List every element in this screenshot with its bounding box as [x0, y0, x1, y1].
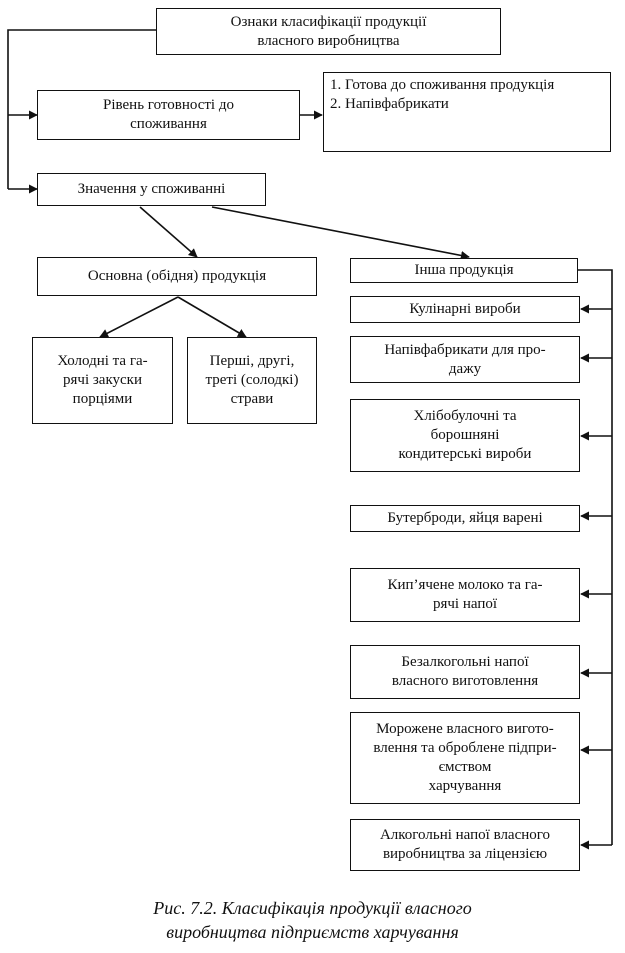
box-milk-text: Кип’ячене молоко та га-рячі напої: [387, 576, 542, 614]
box-snacks: Холодні та га-рячі закуски порціями: [32, 337, 173, 424]
text-line: ємством: [438, 759, 492, 775]
box-courses-text: Перші, другі, треті (солодкі) страви: [206, 352, 299, 409]
box-milk: Кип’ячене молоко та га-рячі напої: [350, 568, 580, 622]
text-line: кондитерські вироби: [398, 446, 532, 462]
box-root-text: Ознаки класифікації продукції власного ви…: [231, 13, 427, 51]
box-consumption-text: Значення у споживанні: [78, 180, 226, 199]
text-line: харчування: [428, 778, 502, 794]
box-sandwiches-text: Бутерброди, яйця варені: [387, 509, 542, 528]
box-softdrinks-text: Безалкогольні напої власного виготовлення: [392, 653, 538, 691]
figure-caption-text: Рис. 7.2. Класифікація продукції власног…: [0, 896, 625, 944]
text-line: Хлібобулочні та: [413, 408, 517, 424]
text-line: Холодні та га-: [57, 353, 148, 369]
box-other-products-text: Інша продукція: [414, 261, 513, 280]
text-line: Основна (обідня) продукція: [87, 268, 267, 284]
text-line: страви: [230, 391, 274, 407]
text-line: треті (солодкі): [205, 372, 299, 388]
text-line: виробництва підприємств харчування: [166, 922, 459, 942]
box-readiness-types-text: 1. Готова до споживання продукція 2. Напі…: [330, 76, 554, 114]
box-readiness-types: 1. Готова до споживання продукція 2. Напі…: [323, 72, 611, 152]
box-alcohol-text: Алкогольні напої власного виробництва за …: [380, 826, 550, 864]
text-line: Напівфабрикати для про-: [384, 341, 546, 358]
box-sandwiches: Бутерброди, яйця варені: [350, 505, 580, 532]
box-culinary: Кулінарні вироби: [350, 296, 580, 323]
text-line: Безалкогольні напої: [401, 654, 529, 670]
text-line: власного виробництва: [257, 32, 400, 49]
box-bakery: Хлібобулочні та борошняні кондитерські вир…: [350, 399, 580, 472]
text-line: Кулінарні вироби: [409, 301, 521, 317]
box-other-products: Інша продукція: [350, 258, 578, 283]
text-line: влення та оброблене підпри-: [373, 740, 557, 756]
box-icecream: Морожене власного вигото-влення та оброб…: [350, 712, 580, 804]
box-root: Ознаки класифікації продукції власного ви…: [156, 8, 501, 55]
text-line: рячі закуски: [63, 372, 142, 388]
box-icecream-text: Морожене власного вигото-влення та оброб…: [373, 720, 556, 796]
arrow-to-snacks: [99, 296, 179, 338]
box-snacks-text: Холодні та га-рячі закуски порціями: [57, 352, 147, 409]
text-line: Рис. 7.2. Класифікація продукції власног…: [153, 898, 472, 918]
text-line: споживання: [130, 116, 207, 132]
text-line: Морожене власного вигото-: [376, 721, 554, 737]
arrow-to-other-products: [211, 206, 470, 260]
box-consumption: Значення у споживанні: [37, 173, 266, 206]
box-culinary-text: Кулінарні вироби: [409, 300, 520, 319]
arrow-to-courses: [177, 296, 247, 338]
box-bakery-text: Хлібобулочні та борошняні кондитерські вир…: [399, 407, 532, 464]
figure-caption: Рис. 7.2. Класифікація продукції власног…: [0, 896, 625, 944]
text-line: Значення у споживанні: [77, 181, 226, 197]
text-line: Кип’ячене молоко та га-: [387, 577, 543, 593]
text-line: 1. Готова до споживання продукція: [330, 77, 555, 93]
box-courses: Перші, другі, треті (солодкі) страви: [187, 337, 317, 424]
text-line: Алкогольні напої власного: [379, 827, 551, 843]
text-line: Ознаки класифікації продукції: [230, 13, 427, 30]
text-line: рячі напої: [432, 596, 498, 612]
box-readiness: Рівень готовності до споживання: [37, 90, 300, 140]
text-line: 2. Напівфабрикати: [330, 96, 449, 112]
connector-right-spine: [578, 269, 613, 845]
text-line: власного виготовлення: [391, 673, 539, 689]
connector-root-spine: [7, 29, 156, 189]
text-line: Інша продукція: [414, 262, 514, 278]
box-alcohol: Алкогольні напої власного виробництва за …: [350, 819, 580, 871]
text-line: порціями: [72, 391, 133, 407]
text-line: Рівень готовності до: [103, 97, 234, 113]
box-semi-sale: Напівфабрикати для про-дажу: [350, 336, 580, 383]
box-softdrinks: Безалкогольні напої власного виготовлення: [350, 645, 580, 699]
arrow-to-main-products: [139, 206, 198, 258]
text-line: Бутерброди, яйця варені: [387, 510, 543, 526]
text-line: дажу: [448, 360, 482, 377]
text-line: борошняні: [430, 427, 500, 443]
box-main-products: Основна (обідня) продукція: [37, 257, 317, 296]
text-line: Перші, другі,: [209, 353, 295, 369]
box-semi-sale-text: Напівфабрикати для про-дажу: [384, 341, 545, 379]
text-line: виробництва за ліцензією: [382, 846, 548, 862]
box-main-products-text: Основна (обідня) продукція: [88, 267, 266, 286]
box-readiness-text: Рівень готовності до споживання: [103, 96, 234, 134]
